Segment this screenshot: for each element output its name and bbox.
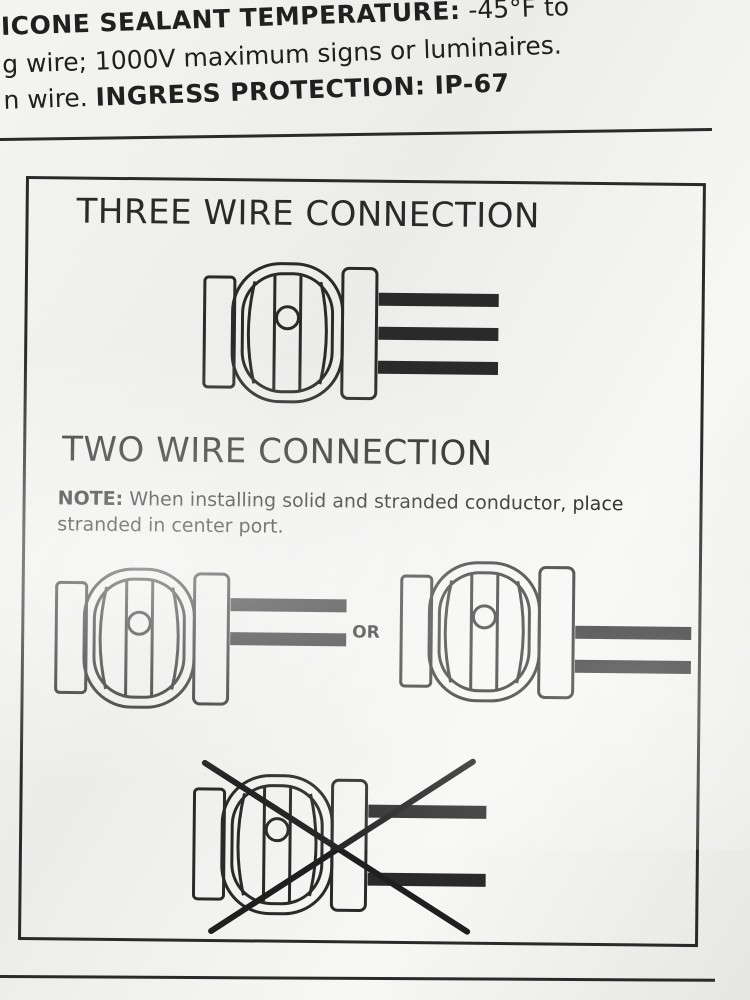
three-wire-title: THREE WIRE CONNECTION	[76, 191, 541, 237]
installation-note: NOTE: When installing solid and stranded…	[57, 485, 698, 544]
two-wire-connector-diagram-top-ports	[54, 567, 347, 709]
two-wire-title: TWO WIRE CONNECTION	[61, 429, 493, 474]
wire-3	[377, 360, 499, 375]
wire-1	[378, 292, 499, 307]
wire-2	[378, 326, 499, 341]
incorrect-connection-diagram	[191, 758, 487, 935]
top-divider	[0, 128, 712, 141]
temperature-value: -45°F to	[459, 0, 570, 25]
note-label: NOTE:	[57, 487, 124, 511]
wire-1	[230, 598, 347, 613]
wire-2	[230, 632, 347, 647]
instruction-panel: THREE WIRE CONNECTION TWO WIRE CONNECTIO…	[17, 176, 706, 948]
label-header: ICONE SEALANT TEMPERATURE: -45°F to g wi…	[0, 0, 750, 130]
wire-3	[574, 659, 691, 674]
wire-2	[575, 625, 692, 640]
or-label: OR	[352, 622, 380, 643]
bottom-divider	[0, 975, 715, 982]
temperature-heading: ICONE SEALANT TEMPERATURE:	[0, 0, 461, 41]
ingress-prefix: n wire.	[3, 82, 97, 115]
three-wire-connector-diagram	[202, 262, 499, 404]
cross-out-icon	[201, 758, 476, 935]
note-text: When installing solid and stranded condu…	[57, 488, 624, 538]
ingress-protection: INGRESS PROTECTION: IP-67	[95, 68, 510, 112]
two-wire-connector-diagram-bottom-ports	[399, 561, 692, 703]
